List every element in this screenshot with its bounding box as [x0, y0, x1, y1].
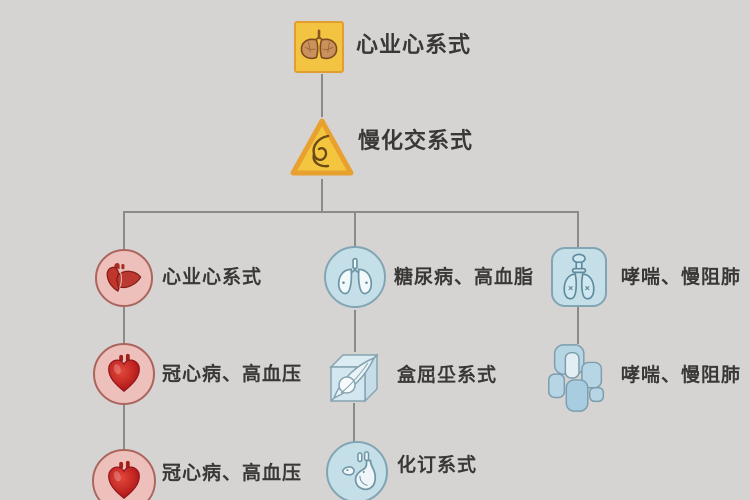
swirl-organ-icon: [312, 134, 330, 168]
col1-node3-label: 冠心病、高血压: [162, 462, 303, 484]
col2-node3-label: 化订系式: [397, 454, 478, 476]
red-heart-icon: [108, 460, 140, 499]
level2-label: 慢化交系式: [358, 129, 474, 154]
col3-node2: [548, 344, 605, 412]
col2-node2: [329, 353, 379, 403]
root-label: 心业心系式: [356, 33, 472, 58]
lungs-outline-icon: [337, 257, 373, 295]
level2-node: [290, 118, 354, 176]
lungs-trachea-icon: [563, 253, 595, 300]
col2-node3: [326, 441, 388, 500]
stomach-icon: [341, 451, 377, 491]
col1-node1: [95, 249, 153, 307]
brown-lungs-icon: [300, 29, 338, 60]
pills-cluster-icon: [548, 344, 605, 412]
col1-node1-label: 心业心系式: [162, 266, 263, 288]
col3-node1-label: 哮喘、慢阻肺: [621, 266, 742, 288]
col1-node2: [93, 343, 155, 405]
col1-node3: [92, 449, 156, 500]
root-node: [294, 21, 344, 73]
col2-node1: [324, 246, 386, 308]
col1-node2-label: 冠心病、高血压: [162, 363, 303, 385]
col3-node1: [551, 247, 607, 307]
heart-organ-icon: [106, 262, 142, 292]
cube-leaf-icon: [329, 353, 379, 403]
red-heart-icon: [108, 353, 140, 392]
col2-node1-label: 糖尿病、高血脂: [394, 266, 535, 288]
col3-node2-label: 哮喘、慢阻肺: [621, 364, 742, 386]
col2-node2-label: 盒屈坕系式: [397, 364, 498, 386]
